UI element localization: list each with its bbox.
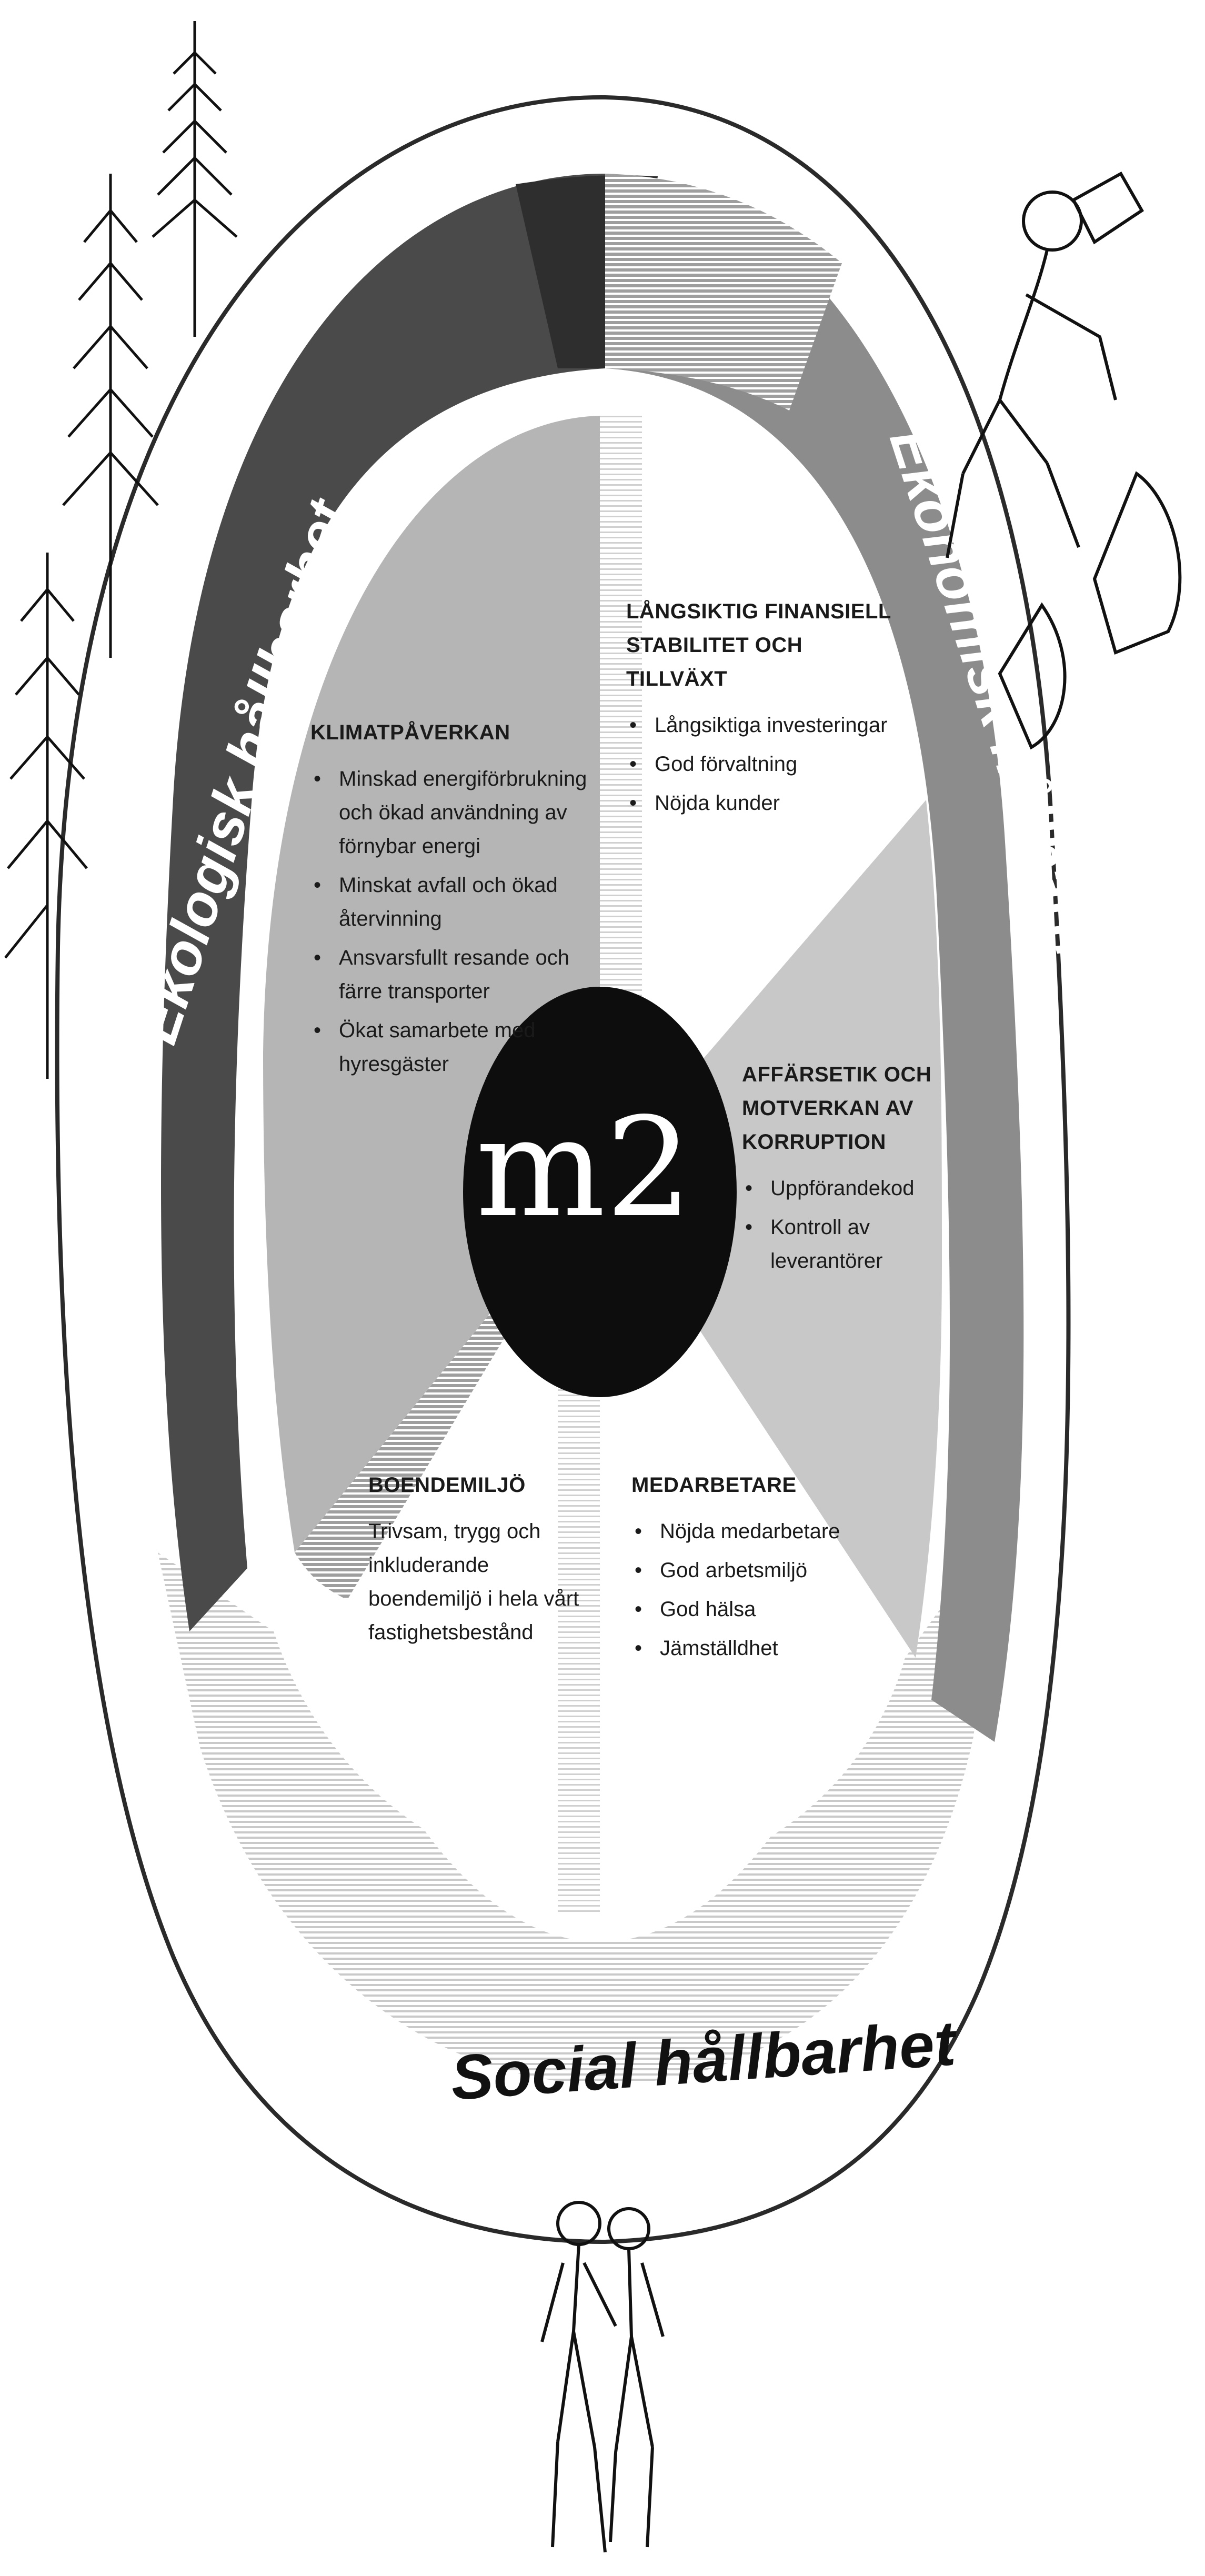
ethics-heading: AFFÄRSETIK OCH MOTVERKAN AV KORRUPTION	[742, 1063, 932, 1154]
list-item: Uppförandekod	[742, 1171, 973, 1205]
list-item: God förvaltning	[626, 747, 900, 781]
ethics-list: Uppförandekod Kontroll av leverantörer	[742, 1171, 973, 1278]
climate-heading: KLIMATPÅVERKAN	[310, 721, 510, 744]
list-item: Nöjda kunder	[626, 786, 900, 820]
living-block: BOENDEMILJÖ Trivsam, trygg och inkludera…	[368, 1468, 589, 1649]
list-item: Ansvarsfullt resande och färre transport…	[310, 941, 605, 1008]
list-item: Minskad energiförbrukning och ökad använ…	[310, 762, 605, 863]
climate-list: Minskad energiförbrukning och ökad använ…	[310, 762, 605, 1081]
list-item: God hälsa	[631, 1592, 873, 1626]
economic-band-hatch	[605, 174, 842, 410]
ecological-band	[161, 174, 605, 1631]
list-item: Kontroll av leverantörer	[742, 1210, 973, 1278]
center-logo: m2	[476, 1089, 692, 1248]
staff-list: Nöjda medarbetare God arbetsmiljö God hä…	[631, 1515, 873, 1665]
tree-illustration	[4, 21, 238, 1079]
list-item: Minskat avfall och ökad återvinning	[310, 868, 605, 936]
ethics-block: AFFÄRSETIK OCH MOTVERKAN AV KORRUPTION U…	[742, 1058, 973, 1283]
climate-block: KLIMATPÅVERKAN Minskad energiförbrukning…	[310, 716, 605, 1086]
economic-band	[605, 174, 1024, 1742]
center-disc	[463, 987, 737, 1397]
staff-block: MEDARBETARE Nöjda medarbetare God arbets…	[631, 1468, 873, 1670]
social-band	[158, 1526, 1000, 2084]
list-item: Jämställdhet	[631, 1631, 873, 1665]
list-item: God arbetsmiljö	[631, 1553, 873, 1587]
living-text: Trivsam, trygg och inkluderande boendemi…	[368, 1520, 579, 1644]
list-item: Långsiktiga investeringar	[626, 708, 900, 742]
finance-heading: LÅNGSIKTIG FINANSIELL STABILITET OCH TIL…	[626, 600, 891, 690]
couple-illustration	[540, 2201, 665, 2553]
finance-block: LÅNGSIKTIG FINANSIELL STABILITET OCH TIL…	[626, 595, 900, 825]
living-heading: BOENDEMILJÖ	[368, 1474, 526, 1497]
list-item: Nöjda medarbetare	[631, 1515, 873, 1548]
staff-heading: MEDARBETARE	[631, 1474, 797, 1497]
list-item: Ökat samarbete med hyresgäster	[310, 1014, 605, 1081]
finance-list: Långsiktiga investeringar God förvaltnin…	[626, 708, 900, 820]
hiker-illustration	[946, 171, 1182, 750]
